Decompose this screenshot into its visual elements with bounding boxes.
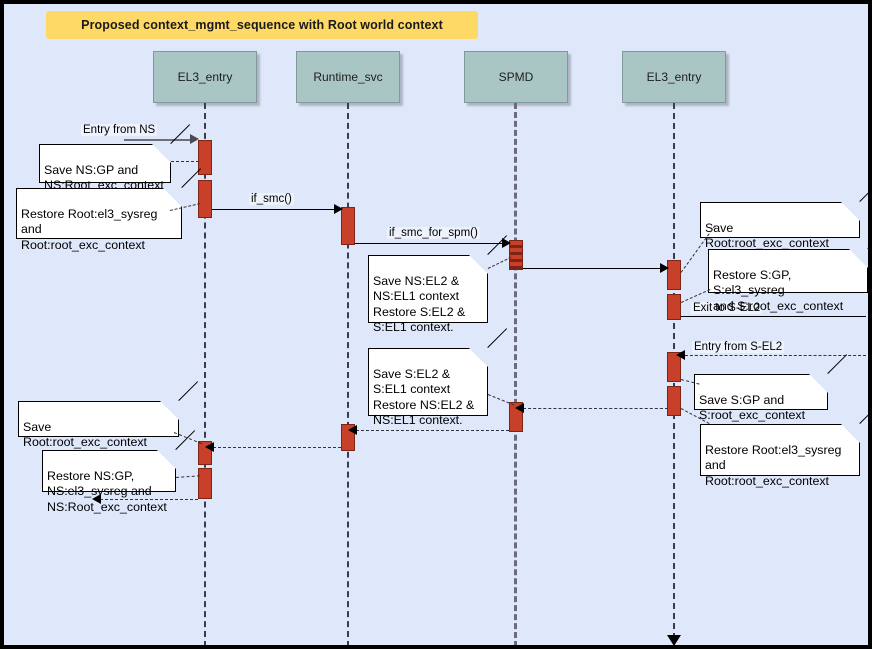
- lifeline-label: EL3_entry: [646, 70, 702, 84]
- note-fold-icon: [809, 374, 828, 393]
- lifeline-end-arrow-icon: [667, 635, 681, 645]
- activation-bar-el3-left-2: [198, 180, 212, 218]
- note-save-s-gp: Save S:GP and S:root_exc_context: [694, 354, 848, 422]
- note-fold-icon: [163, 188, 182, 207]
- note-link-save-s-el2: [487, 394, 515, 406]
- lifeline-label: SPMD: [498, 70, 534, 84]
- activation-bar-el3-right-2: [667, 294, 681, 320]
- note-text: Restore S:GP, S:el3_sysreg and S:root_ex…: [713, 267, 844, 313]
- message-line-if-smc-for-spm: [355, 243, 508, 244]
- lifeline-header-spmd[interactable]: SPMD: [464, 51, 568, 103]
- note-fold-line-icon: [827, 354, 848, 374]
- lifeline-label: Runtime_svc: [313, 70, 383, 84]
- note-save-root-exc-right: Save Root:root_exc_context: [700, 182, 868, 250]
- activation-bar-el3-right-1: [667, 260, 681, 290]
- lifeline-header-el3-entry-left[interactable]: EL3_entry: [153, 51, 257, 103]
- activation-bar-runtime-svc-1: [341, 207, 355, 245]
- arrowhead-icon-spmd-to-el3-right: [660, 263, 669, 273]
- arrowhead-icon-entry-from-s-el2: [676, 350, 685, 360]
- message-line-spmd-to-el3-right: [523, 268, 666, 269]
- note-save-ns-el2: Save NS:EL2 & NS:EL1 context Restore S:E…: [368, 235, 508, 334]
- lifeline-label: EL3_entry: [177, 70, 233, 84]
- message-label-if-smc-for-spm: if_smc_for_spm(): [387, 227, 480, 239]
- arrowhead-icon-entry-from-ns: [190, 134, 199, 144]
- note-text: Save NS:EL2 & NS:EL1 context Restore S:E…: [373, 273, 466, 335]
- note-fold-line-icon: [859, 404, 868, 424]
- message-label-entry-from-ns: Entry from NS: [81, 124, 158, 136]
- activation-bar-el3-left-4: [198, 468, 212, 499]
- message-line-entry-from-ns: [124, 139, 196, 141]
- activation-bar-spmd-1: [509, 240, 523, 270]
- message-line-runtime-svc-to-el3-left: [213, 447, 341, 448]
- note-text: Save Root:root_exc_context: [705, 220, 829, 251]
- lifeline-line-spmd: [514, 103, 517, 645]
- note-restore-root-right: Restore Root:el3_sysreg and Root:root_ex…: [700, 404, 868, 488]
- note-restore-ns-gp: Restore NS:GP, NS:el3_sysreg and NS:Root…: [42, 430, 196, 514]
- arrowhead-icon-el3-right-to-spmd: [515, 403, 524, 413]
- note-fold-icon: [160, 401, 179, 420]
- message-label-if-smc: if_smc(): [249, 193, 294, 205]
- arrowhead-icon-runtime-svc-to-el3-left: [205, 442, 214, 452]
- note-fold-icon: [841, 424, 860, 443]
- note-link-restore-s-gp: [680, 289, 711, 303]
- note-fold-line-icon: [487, 328, 508, 348]
- note-link-save-ns-gp: [171, 161, 199, 162]
- note-fold-icon: [152, 144, 171, 163]
- note-fold-icon: [469, 255, 488, 274]
- note-text: Restore Root:el3_sysreg and Root:root_ex…: [705, 442, 842, 488]
- note-fold-icon: [469, 348, 488, 367]
- message-line-if-smc: [212, 209, 340, 210]
- message-line-el3-left-exit: [100, 499, 198, 500]
- note-restore-s-gp: Restore S:GP, S:el3_sysreg and S:root_ex…: [708, 229, 868, 313]
- lifeline-header-runtime-svc[interactable]: Runtime_svc: [296, 51, 400, 103]
- message-label-entry-from-s-el2: Entry from S-EL2: [692, 341, 785, 353]
- message-line-entry-from-s-el2: [685, 355, 866, 356]
- note-fold-icon: [841, 202, 860, 221]
- lifeline-header-el3-entry-right[interactable]: EL3_entry: [622, 51, 726, 103]
- note-link-restore-ns-gp: [175, 475, 200, 478]
- diagram-title: Proposed context_mgmt_sequence with Root…: [46, 11, 478, 39]
- arrowhead-icon-spmd-to-runtime-svc: [348, 425, 357, 435]
- note-text: Save Root:root_exc_context: [23, 419, 147, 450]
- note-fold-line-icon: [170, 124, 191, 144]
- message-line-el3-right-to-spmd: [523, 408, 668, 409]
- activation-bar-el3-right-4: [667, 386, 681, 416]
- note-fold-icon: [849, 249, 868, 268]
- note-text: Restore NS:GP, NS:el3_sysreg and NS:Root…: [47, 468, 167, 514]
- arrowhead-icon-if-smc: [334, 204, 343, 214]
- message-line-exit-to-s-el2: [681, 316, 866, 317]
- note-save-ns-gp: Save NS:GP and NS:Root_exc_context: [39, 124, 191, 192]
- lifeline-line-runtime-svc: [347, 103, 349, 645]
- message-line-spmd-to-runtime-svc: [356, 430, 509, 431]
- note-text: Save S:GP and S:root_exc_context: [699, 392, 806, 423]
- note-link-save-root-exc-left: [173, 432, 203, 445]
- note-text: Save S:EL2 & S:EL1 context Restore NS:EL…: [373, 366, 475, 428]
- note-text: Restore Root:el3_sysreg and Root:root_ex…: [21, 206, 158, 252]
- note-fold-line-icon: [178, 381, 199, 401]
- message-label-exit-to-s-el2: Exit to S-EL2: [691, 302, 763, 314]
- note-fold-line-icon: [859, 182, 868, 202]
- lifeline-line-el3-entry-left: [204, 103, 206, 645]
- note-save-root-exc-left: Save Root:root_exc_context: [18, 381, 199, 449]
- arrowhead-icon-if-smc-for-spm: [502, 238, 511, 248]
- activation-bar-el3-left-1: [198, 140, 212, 175]
- note-fold-icon: [157, 450, 176, 469]
- note-fold-line-icon: [867, 229, 868, 249]
- note-restore-root-el3: Restore Root:el3_sysreg and Root:root_ex…: [16, 168, 202, 252]
- arrowhead-icon-el3-left-exit: [92, 494, 101, 504]
- note-save-s-el2: Save S:EL2 & S:EL1 context Restore NS:EL…: [368, 328, 508, 427]
